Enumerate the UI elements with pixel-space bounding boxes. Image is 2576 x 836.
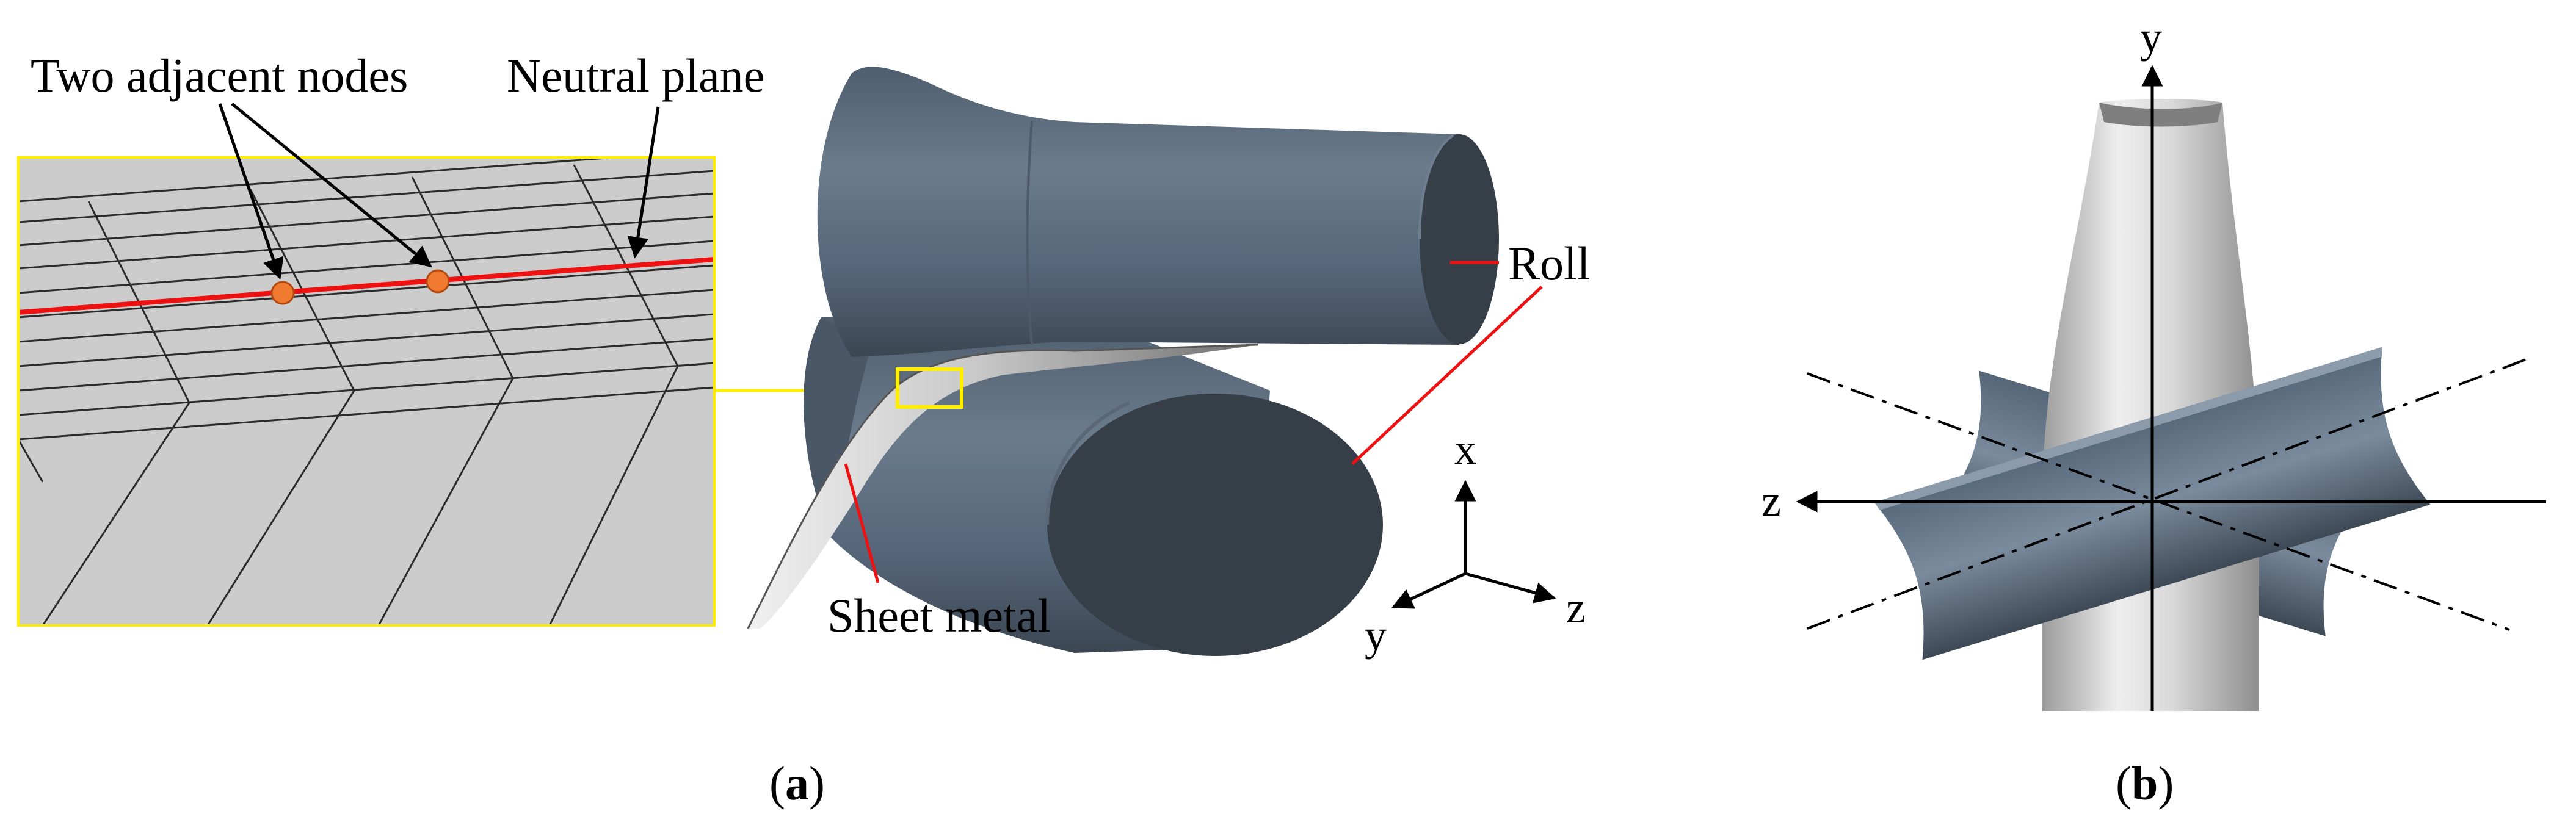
roll-leader bbox=[1351, 286, 1543, 465]
zoom-box bbox=[896, 367, 963, 409]
panel-b: y z (b) bbox=[1761, 13, 2546, 810]
leader-arrow bbox=[218, 103, 284, 280]
panel-a: Two adjacent nodes Neutral plane bbox=[17, 49, 1590, 810]
leader-arrow bbox=[627, 106, 660, 259]
axis-label-z-b: z bbox=[1761, 477, 1781, 525]
leader-arrow bbox=[231, 103, 432, 268]
lower-roll-end-face bbox=[1047, 394, 1383, 656]
coordinate-triad-a: x z y bbox=[1365, 425, 1586, 660]
upper-roll bbox=[817, 67, 1499, 358]
roll-axis bbox=[1807, 358, 2528, 630]
label-neutral-plane: Neutral plane bbox=[507, 49, 764, 102]
sheet-metal bbox=[747, 344, 1258, 629]
mesh-grid bbox=[18, 157, 714, 625]
caption-b: (b) bbox=[2116, 757, 2174, 810]
axis-label-y-b: y bbox=[2140, 13, 2162, 62]
mesh-inset-background bbox=[18, 157, 714, 625]
label-roll: Roll bbox=[1508, 237, 1590, 290]
axis-label-y: y bbox=[1365, 611, 1387, 660]
sheet-leader bbox=[844, 463, 880, 583]
neutral-plane-line bbox=[18, 257, 715, 315]
caption-a: (a) bbox=[769, 757, 825, 810]
label-two-adjacent-nodes: Two adjacent nodes bbox=[31, 49, 408, 102]
upper-roll-end-face bbox=[1420, 134, 1499, 344]
axis-label-z: z bbox=[1566, 583, 1586, 632]
node-marker bbox=[270, 281, 295, 305]
node-marker bbox=[426, 269, 450, 294]
axis-label-x: x bbox=[1454, 425, 1476, 474]
label-sheet-metal: Sheet metal bbox=[827, 589, 1051, 642]
mesh-inset bbox=[17, 156, 716, 627]
